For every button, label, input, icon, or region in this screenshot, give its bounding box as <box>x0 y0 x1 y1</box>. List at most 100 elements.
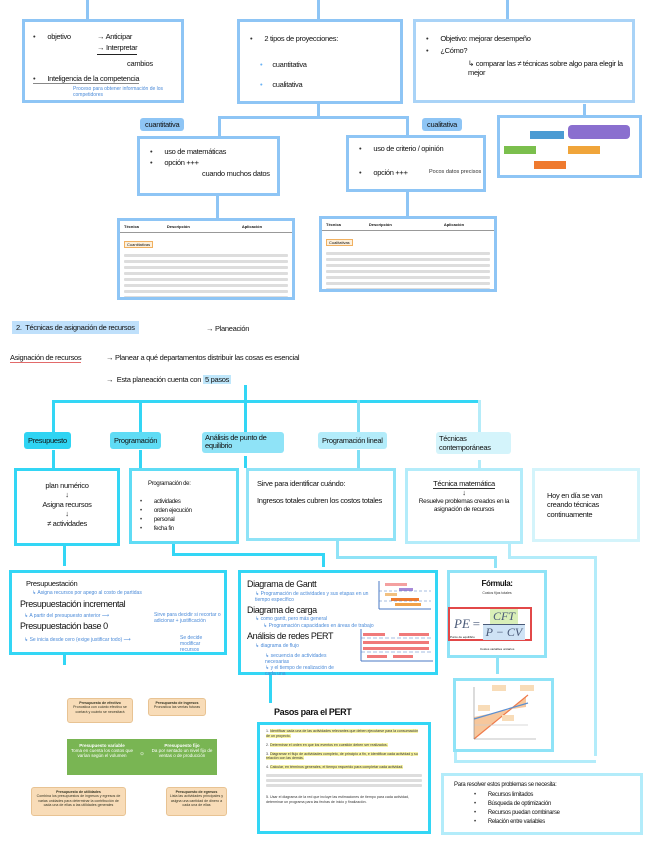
category-tecnicas-contemporaneas: Técnicas contemporáneas <box>436 432 511 454</box>
lineal-title: Técnica matemática <box>433 479 495 489</box>
programacion-item: personal <box>140 517 175 525</box>
formula-label: Costos variables unitarios <box>480 647 515 651</box>
connector <box>216 196 219 218</box>
benchmarking-box: Objetivo: mejorar desempeño ¿Cómo? ↳ com… <box>413 19 635 103</box>
lineal-desc: Resuelve problemas creados en la asignac… <box>418 497 510 513</box>
table-header: Técnica <box>326 222 341 227</box>
formula-title: Fórmula: <box>481 579 513 588</box>
projections-heading: 2 tipos de proyecciones: <box>250 34 338 43</box>
programacion-tools-box: Diagrama de Gantt ↳ Programación de acti… <box>238 570 438 677</box>
objetivo-label: objetivo <box>33 32 71 41</box>
cycle-node <box>568 146 600 154</box>
how-text: ¿Cómo? <box>426 46 467 55</box>
connector <box>594 556 597 756</box>
pert-step: Usar el diagrama de la red que incluye l… <box>266 795 410 804</box>
objective-text: Objetivo: mejorar desempeño <box>426 34 531 43</box>
tool-note: diagrama de flujo <box>260 643 299 649</box>
presupuestacion-note: Se inicia desde cero (exige justificar t… <box>29 637 123 643</box>
connector <box>218 116 320 119</box>
presupuesto-box: plan numérico ↓ Asigna recursos ↓ ≠ acti… <box>14 468 120 546</box>
connector <box>406 116 409 136</box>
cycle-node <box>568 125 630 139</box>
presupuestacion-note: Asigna recursos por apego al costo de pa… <box>37 590 142 596</box>
tool-title: Diagrama de carga <box>247 605 317 615</box>
connector <box>478 400 481 432</box>
connector <box>244 456 247 468</box>
programacion-item: fecha fin <box>140 526 174 534</box>
table-header: Aplicación <box>241 224 263 229</box>
presupuestacion-title: Presupuestación <box>26 579 78 588</box>
tool-note: Programación de actividades y sus etapas… <box>255 591 369 603</box>
cuantitativa-item: uso de matemáticas <box>150 147 226 156</box>
connector <box>454 752 457 762</box>
connector <box>320 116 408 119</box>
requirement-item: Búsqueda de optimización <box>474 801 551 809</box>
equilibrio-box: Sirve para identificar cuándo: Ingresos … <box>246 468 396 541</box>
cualitativa-item: opción +++ <box>359 168 408 177</box>
connector <box>506 0 509 20</box>
tool-note: y el tiempo de realización de cada una <box>265 665 334 677</box>
projections-box: 2 tipos de proyecciones: cuantitativa cu… <box>237 19 403 104</box>
cualitativa-item: uso de criterio / opinión <box>359 144 479 153</box>
formula-label: Punto de equilibrio <box>450 635 475 639</box>
cuantitativa-tag: cuantitativa <box>140 118 185 131</box>
formula-label: Costos fijos totales <box>482 591 512 595</box>
connector <box>357 400 360 432</box>
connector <box>583 104 586 116</box>
formula-box: Fórmula: Costos fijos totales PE = CFT P… <box>447 570 547 658</box>
formula: PE = CFT P − CV <box>448 607 532 641</box>
presupuesto-line: plan numérico <box>45 481 89 490</box>
tool-note: Programación capacidades en áreas de tra… <box>268 623 374 629</box>
connector <box>86 0 89 20</box>
tool-title: Diagrama de Gantt <box>247 579 317 589</box>
connector <box>406 192 409 216</box>
projection-type: cualitativa <box>260 80 302 89</box>
requirements-heading: Para resolver estos problemas se necesit… <box>454 782 557 788</box>
connector <box>52 450 55 468</box>
connector <box>454 760 596 763</box>
requirement-item: Recursos puedan combinarse <box>474 810 560 818</box>
pert-title: Pasos para el PERT <box>274 707 352 717</box>
connector <box>63 655 66 665</box>
requirements-box: Para resolver estos problemas se necesit… <box>441 773 643 835</box>
programacion-heading: Programación de: <box>148 481 191 487</box>
presupuestacion-types-box: Presupuestación ↳ Asigna recursos por ap… <box>9 570 227 655</box>
connector <box>478 460 481 468</box>
connector <box>317 0 320 20</box>
connector <box>357 450 360 468</box>
connector <box>172 553 322 556</box>
connector <box>322 553 325 567</box>
cuantitativa-sub: cuando muchos datos <box>202 169 270 178</box>
connector <box>336 541 339 557</box>
pert-steps-box: 1. Identificar cada una de las actividad… <box>257 722 431 834</box>
connector <box>218 116 221 136</box>
formula-numerator: CFT <box>489 608 518 624</box>
pert-step: Determinar el orden en que los eventos e… <box>270 742 388 747</box>
qualitative-table-image: Técnica Descripción Aplicación Cualitati… <box>319 216 497 292</box>
connector <box>172 544 175 554</box>
break-even-chart-image <box>453 678 554 752</box>
connector <box>494 556 497 568</box>
steps-highlight: 5 pasos <box>202 375 232 384</box>
formula-denominator: P − CV <box>482 623 526 640</box>
connector <box>496 658 499 674</box>
tool-note: secuencia de actividades necesarias <box>265 653 327 665</box>
connector <box>269 675 272 703</box>
cambios-text: cambios <box>127 59 153 68</box>
table-section: Cuantitativas <box>124 241 154 248</box>
section-arrow-target: → Planeación <box>206 324 250 333</box>
connector <box>63 546 66 566</box>
tool-note: como gantt, pero más general <box>260 616 328 622</box>
table-header: Técnica <box>124 224 139 229</box>
steps-text: → Esta planeación cuenta con 5 pasos <box>106 375 232 384</box>
connector <box>139 450 142 468</box>
connector <box>336 556 496 559</box>
anticipar-text: Anticipar <box>105 32 133 41</box>
connector <box>244 385 247 401</box>
requirement-item: Recursos limitados <box>474 792 534 800</box>
inteligencia-text: Inteligencia de la competencia <box>33 74 140 85</box>
pert-step: Identificar cada una de las actividades … <box>266 729 419 738</box>
section-title: 2. Técnicas de asignación de recursos <box>12 321 139 334</box>
